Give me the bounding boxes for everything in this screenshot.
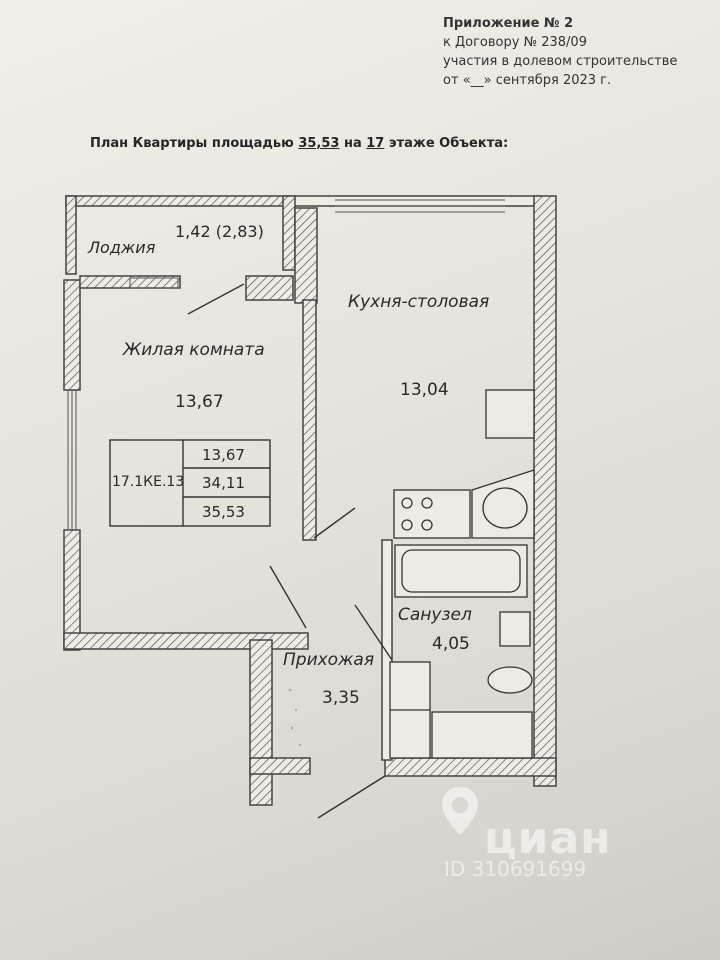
kitchen-area: 13,04	[400, 380, 449, 400]
apartment-code: 17.1КЕ.13	[112, 474, 185, 490]
summary-total: 35,53	[202, 503, 245, 521]
watermark-brand: циан	[484, 813, 612, 864]
appendix-title: Приложение № 2	[443, 16, 574, 31]
summary-total-no-loggia: 34,11	[202, 474, 245, 492]
bathroom-name: Санузел	[398, 605, 472, 625]
appendix-header: Приложение № 2 к Договору № 238/09 участ…	[443, 14, 677, 90]
floor-number: 17	[366, 136, 385, 151]
contract-ref: к Договору № 238/09	[443, 35, 587, 50]
bathroom-area: 4,05	[432, 634, 470, 654]
loggia-name: Лоджия	[88, 238, 156, 257]
total-area: 35,53	[298, 136, 340, 151]
living-area: 13,67	[175, 392, 224, 412]
living-name: Жилая комната	[123, 340, 265, 360]
hall-name: Прихожая	[283, 650, 375, 670]
plan-title: План Квартиры площадью 35,53 на 17 этаже…	[90, 136, 509, 151]
location-pin-icon	[442, 787, 478, 835]
hall-area: 3,35	[322, 688, 360, 708]
summary-living: 13,67	[202, 446, 245, 464]
kitchen-name: Кухня-столовая	[348, 292, 490, 312]
contract-type: участия в долевом строительстве	[443, 54, 678, 69]
loggia-area: 1,42 (2,83)	[175, 222, 264, 241]
contract-date: от «__» сентября 2023 г.	[443, 73, 612, 88]
watermark-id: ID 310691699	[444, 857, 587, 881]
